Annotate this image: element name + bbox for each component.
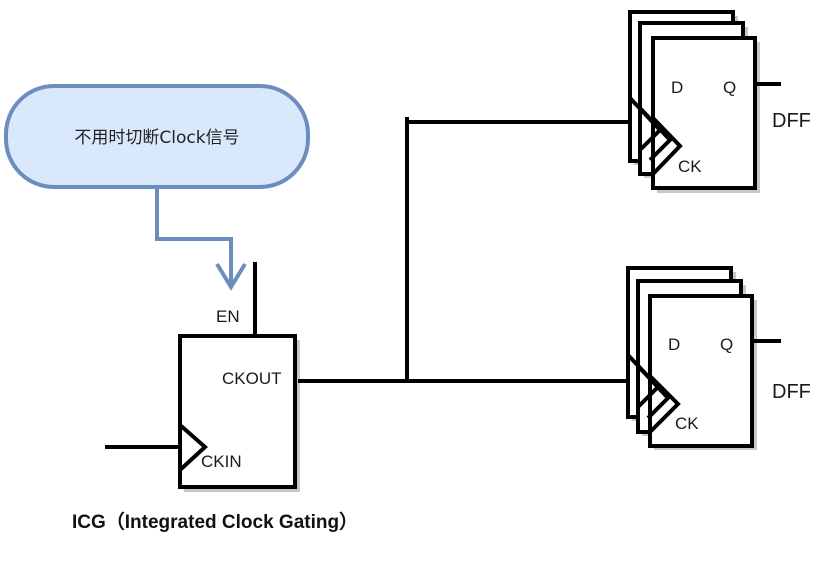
clock-triangle-icon xyxy=(636,364,671,420)
clock-triangle-icon xyxy=(638,106,673,162)
dff-pin-ck: CK xyxy=(675,414,699,433)
dff-pin-q: Q xyxy=(720,335,733,354)
dff-pin-d: D xyxy=(671,78,683,97)
dff-group-2: D Q CK DFF xyxy=(626,266,811,450)
arrow-head-icon xyxy=(215,262,247,291)
icg-pin-ckin: CKIN xyxy=(201,452,242,471)
icg-pin-en: EN xyxy=(216,307,240,326)
clock-net xyxy=(298,117,632,383)
icg-pin-ckout: CKOUT xyxy=(222,369,282,388)
dff-pin-q: Q xyxy=(723,78,736,97)
callout-arrow xyxy=(155,187,247,291)
dff-pin-d: D xyxy=(668,335,680,354)
callout: 不用时切断Clock信号 xyxy=(4,84,310,189)
clock-triangle-icon xyxy=(651,116,683,176)
icg-box xyxy=(178,334,297,489)
clock-triangle-icon xyxy=(178,423,208,472)
dff-box-front xyxy=(648,294,754,448)
callout-arrow-line xyxy=(155,187,233,285)
icg-block: EN CKOUT CKIN xyxy=(105,262,300,492)
dff-pin-ck: CK xyxy=(678,157,702,176)
icg-caption: ICG（Integrated Clock Gating） xyxy=(72,510,358,533)
clock-triangle-icon xyxy=(648,374,681,434)
dff-box-front xyxy=(651,36,757,190)
callout-text: 不用时切断Clock信号 xyxy=(74,128,239,148)
dff-group-1: D Q CK DFF xyxy=(628,10,811,193)
dff-label: DFF xyxy=(772,381,811,403)
dff-label: DFF xyxy=(772,110,811,132)
